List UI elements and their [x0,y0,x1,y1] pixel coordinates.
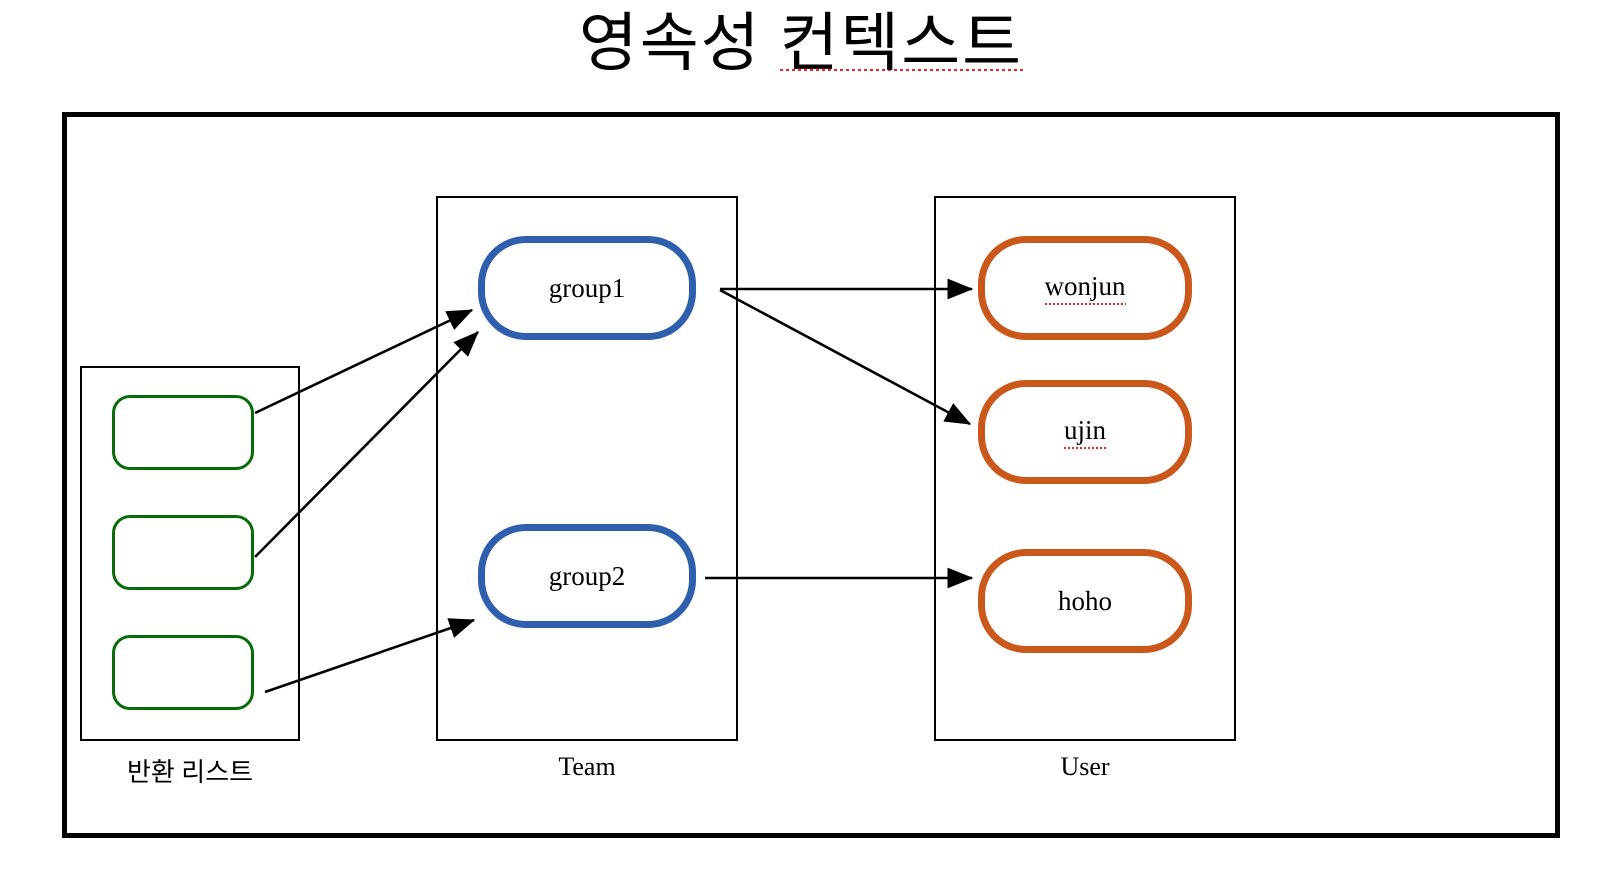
column-user [934,196,1236,741]
column-caption-team: Team [558,752,616,781]
team-node-group1-label: group1 [548,272,626,303]
user-node-ujin-label: ujin [1063,415,1106,449]
user-node-wonjun: wonjun [978,236,1192,340]
return-list-slot-1 [112,395,254,470]
title-plain-text: 영속성 [578,8,780,79]
return-list-slot-3 [112,635,254,710]
page-title: 영속성 컨텍스트 [0,6,1602,82]
team-node-group2: group2 [478,524,696,628]
team-node-group2-label: group2 [548,560,626,591]
team-node-group1: group1 [478,236,696,340]
column-caption-return-list: 반환 리스트 [126,758,254,787]
user-node-hoho: hoho [978,549,1192,653]
return-list-slot-2 [112,515,254,590]
title-misspelled-text: 컨텍스트 [779,8,1024,81]
user-node-wonjun-label: wonjun [1044,271,1126,305]
user-node-hoho-label: hoho [1058,585,1112,616]
column-caption-user: User [1060,752,1110,781]
user-node-ujin: ujin [978,380,1192,484]
